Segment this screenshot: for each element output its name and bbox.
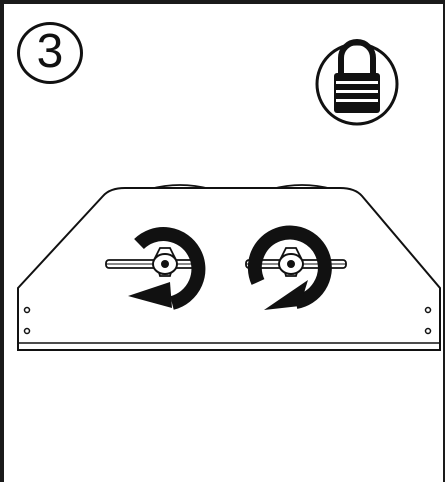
screw-hole [23, 306, 31, 314]
appliance-panel [17, 184, 441, 351]
rotate-counterclockwise-icon [128, 227, 206, 310]
screw-hole [424, 306, 432, 314]
screw-hole [424, 327, 432, 335]
padlock-icon [315, 39, 399, 126]
step-number-badge: 3 [17, 22, 83, 84]
step-number: 3 [36, 25, 64, 78]
wing-nut-left [105, 247, 203, 277]
rotate-clockwise-icon [247, 225, 332, 310]
screw-hole [23, 327, 31, 335]
